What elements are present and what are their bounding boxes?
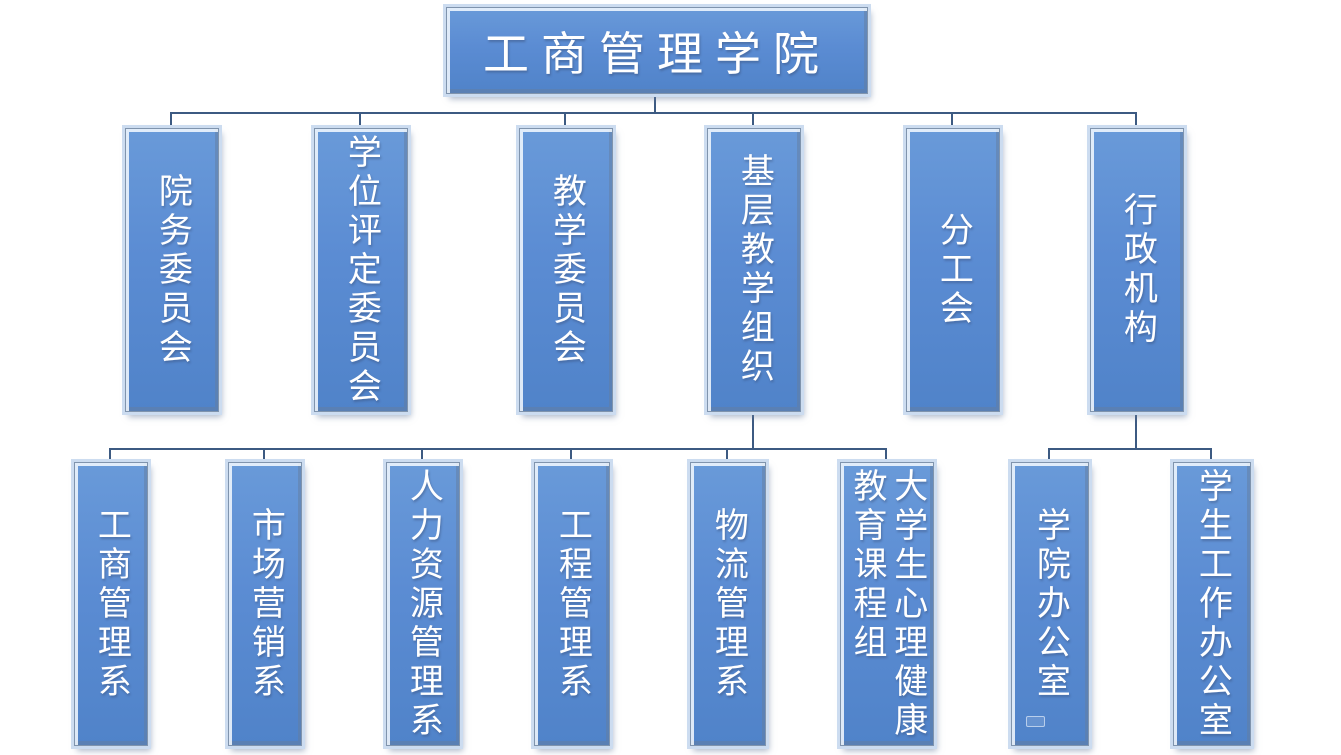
node-teaching-committee: 教学委员会 xyxy=(519,128,613,412)
node-label: 学生工作办公室 xyxy=(1192,467,1233,741)
connector-stub-dept-2 xyxy=(263,448,265,464)
connector-teaching-bus xyxy=(109,448,887,450)
node-college-office: 学院办公室 xyxy=(1011,462,1089,746)
node-label: 市场营销系 xyxy=(245,506,286,702)
connector-stub-office-2 xyxy=(1210,448,1212,464)
node-human-resources-management-dept: 人力资源管理系 xyxy=(386,462,460,746)
node-grassroots-teaching-organizations: 基层教学组织 xyxy=(707,128,801,412)
connector-stub-level1-6 xyxy=(1135,112,1137,129)
node-administrative-bodies: 行政机构 xyxy=(1090,128,1184,412)
node-college-affairs-committee: 院务委员会 xyxy=(125,128,219,412)
node-label: 分工会 xyxy=(933,211,974,329)
node-marketing-dept: 市场营销系 xyxy=(228,462,302,746)
node-label: 行政机构 xyxy=(1117,192,1158,348)
connector-stub-level1-5 xyxy=(951,112,953,129)
node-label: 院务委员会 xyxy=(152,172,193,368)
node-degree-evaluation-committee: 学位评定委员会 xyxy=(314,128,408,412)
node-business-administration-dept: 工商管理系 xyxy=(74,462,148,746)
node-label: 工商管理学院 xyxy=(483,26,831,81)
node-label: 教学委员会 xyxy=(546,172,587,368)
node-label: 大学生心理健康 教育课程组 xyxy=(847,467,928,741)
node-school-of-business-administration: 工商管理学院 xyxy=(446,7,868,94)
connector-stub-level1-1 xyxy=(170,112,172,129)
connector-root-trunk xyxy=(654,92,656,113)
node-label: 学位评定委员会 xyxy=(341,133,382,407)
connector-stub-office-1 xyxy=(1048,448,1050,464)
connector-stub-dept-6 xyxy=(885,448,887,464)
connector-stub-level1-4 xyxy=(752,112,754,129)
node-label: 工商管理系 xyxy=(91,506,132,702)
node-logistics-management-dept: 物流管理系 xyxy=(690,462,766,746)
node-label: 人力资源管理系 xyxy=(403,467,444,741)
connector-stub-dept-5 xyxy=(726,448,728,464)
node-student-mental-health-course-group: 大学生心理健康 教育课程组 xyxy=(840,462,934,746)
connector-stub-dept-4 xyxy=(570,448,572,464)
connector-stub-level1-3 xyxy=(564,112,566,129)
node-branch-trade-union: 分工会 xyxy=(906,128,1000,412)
connector-level1-bus xyxy=(170,112,1137,114)
node-label: 工程管理系 xyxy=(552,506,593,702)
node-student-affairs-office: 学生工作办公室 xyxy=(1173,462,1251,746)
connector-admin-bus xyxy=(1048,448,1212,450)
connector-teaching-trunk xyxy=(752,410,754,450)
node-engineering-management-dept: 工程管理系 xyxy=(534,462,610,746)
connector-stub-dept-1 xyxy=(109,448,111,464)
connector-stub-dept-3 xyxy=(421,448,423,464)
node-label: 学院办公室 xyxy=(1030,506,1071,702)
placeholder-artifact xyxy=(1026,716,1045,727)
connector-admin-trunk xyxy=(1135,410,1137,450)
node-label: 基层教学组织 xyxy=(734,153,775,387)
node-label: 物流管理系 xyxy=(708,506,749,702)
connector-stub-level1-2 xyxy=(359,112,361,129)
